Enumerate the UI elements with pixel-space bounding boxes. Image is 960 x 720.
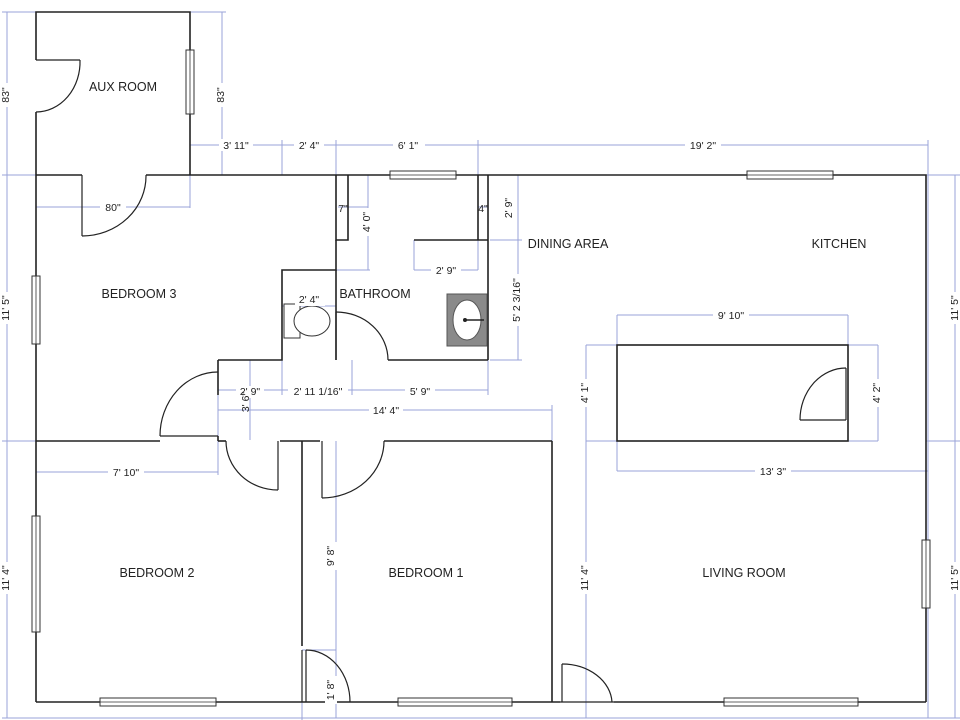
- walls: [35, 11, 927, 703]
- dim-label: 2' 9": [240, 386, 261, 398]
- room-dining-area: DINING AREA: [528, 237, 609, 251]
- door-bathroom: [335, 311, 389, 361]
- door-bedroom1-closet: [301, 649, 351, 703]
- door-living-front: [560, 663, 614, 703]
- door-aux-exterior: [35, 59, 81, 113]
- room-bedroom-1: BEDROOM 1: [388, 566, 463, 580]
- door-island: [799, 367, 847, 421]
- dim-label: 11' 5": [949, 565, 960, 591]
- toilet: [283, 303, 331, 339]
- doors: [35, 59, 847, 703]
- dim-label: 11' 4": [0, 565, 12, 591]
- dim-label: 2' 4": [299, 294, 320, 306]
- dim-label: 1' 8": [325, 680, 337, 701]
- room-bathroom: BATHROOM: [339, 287, 410, 301]
- room-aux-room: AUX ROOM: [89, 80, 157, 94]
- room-bedroom-2: BEDROOM 2: [119, 566, 194, 580]
- dim-label: 7": [338, 203, 348, 215]
- dim-label: 4' 2": [871, 383, 883, 404]
- dim-label: 3' 11": [223, 140, 249, 152]
- room-living-room: LIVING ROOM: [702, 566, 785, 580]
- door-bedroom2: [225, 440, 279, 491]
- dim-label: 3' 6": [240, 392, 252, 413]
- dim-label: 4' 1": [579, 383, 591, 404]
- dim-label: 11' 5": [0, 295, 12, 321]
- dim-label: 83": [0, 87, 12, 103]
- door-bedroom1: [321, 440, 385, 499]
- dim-label: 7' 10": [113, 467, 139, 479]
- door-bedroom3-hall: [159, 371, 219, 437]
- dim-label: 9' 10": [718, 310, 744, 322]
- door-aux-bedroom3: [81, 174, 147, 237]
- dim-label: 6' 1": [398, 140, 419, 152]
- sink: [446, 293, 488, 347]
- dim-label: 4": [478, 203, 488, 215]
- dimension-labels: 3' 11" 2' 4" 6' 1" 19' 2" 80" 7" 4" 2' 9…: [0, 83, 960, 704]
- dim-label: 2' 4": [299, 140, 320, 152]
- dim-label: 4' 0": [361, 212, 373, 233]
- dim-label: 5' 9": [410, 386, 431, 398]
- dimension-lines: [2, 11, 960, 720]
- dim-label: 11' 4": [579, 565, 591, 591]
- room-bedroom-3: BEDROOM 3: [101, 287, 176, 301]
- dim-label: 2' 9": [503, 198, 515, 219]
- room-labels: AUX ROOM BEDROOM 3 BATHROOM DINING AREA …: [89, 80, 866, 580]
- dim-label: 2' 9": [436, 265, 457, 277]
- dim-label: 14' 4": [373, 405, 399, 417]
- dim-label: 19' 2": [690, 140, 716, 152]
- windows: [31, 49, 931, 707]
- dim-label: 13' 3": [760, 466, 786, 478]
- dim-label: 11' 5": [949, 295, 960, 321]
- dim-label: 83": [215, 87, 227, 103]
- room-kitchen: KITCHEN: [812, 237, 867, 251]
- dim-label: 9' 8": [325, 546, 337, 567]
- dim-label: 80": [105, 202, 121, 214]
- dim-label: 5' 2 3/16": [511, 278, 523, 322]
- dim-label: 2' 11 1/16": [294, 386, 343, 398]
